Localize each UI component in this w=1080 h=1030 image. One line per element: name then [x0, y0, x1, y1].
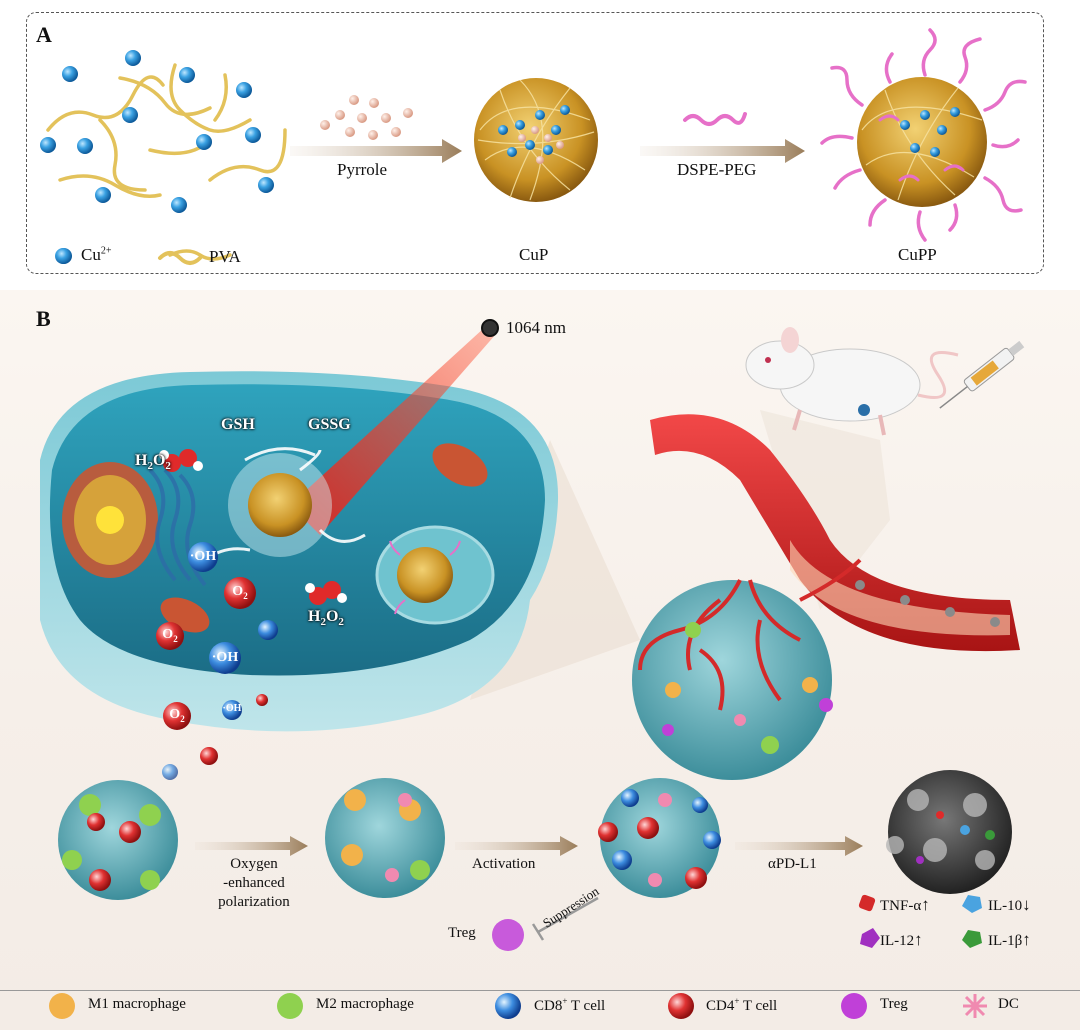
h2o2-bottom-label: H2O2: [308, 608, 344, 629]
cell-legend: [0, 990, 1080, 1025]
legend-icons: [49, 993, 987, 1019]
pva-legend-label: PVA: [209, 247, 241, 266]
oh-ball-2: [209, 642, 241, 674]
o2-label-3: O2: [169, 707, 185, 724]
gsh-label: GSH: [221, 416, 255, 433]
tumor-cluster-3: [598, 778, 721, 898]
tumor-mass: [632, 558, 862, 780]
cu-legend-icon: [56, 248, 72, 264]
cytokine-il10: IL-10↓: [988, 895, 1031, 914]
reaction-arrows: [204, 447, 366, 562]
tumor-cluster-2: [325, 778, 445, 898]
suppression-line: [537, 896, 599, 934]
arrow-apd-l1: [735, 836, 863, 856]
h2o2-molecule-top: [159, 449, 203, 472]
h2o2-top-label: H2O2: [135, 452, 171, 473]
panel-b-letter: B: [36, 306, 51, 331]
oh-ball-1: [188, 542, 218, 572]
o2-label-1: O2: [232, 584, 248, 601]
endocytosed-nanoparticle: [397, 547, 453, 603]
cu-legend-label: Cu2+: [81, 245, 112, 264]
pyrrole-dots: [320, 95, 413, 140]
legend-m1: M1 macrophage: [88, 996, 186, 1012]
legend-cd8: CD8+ T cell: [534, 996, 606, 1014]
tumor-cluster-1: [58, 780, 178, 900]
cup-nanoparticle: [474, 78, 598, 202]
panel-a-letter: A: [36, 22, 52, 47]
cytokine-tnf: TNF-α↑: [880, 895, 930, 914]
o2-ball-3: [163, 702, 191, 730]
cu-ions: [40, 50, 274, 264]
central-nanoparticle: [248, 473, 312, 537]
oh-label-3: ·OH: [222, 703, 242, 714]
pyrrole-label: Pyrrole: [337, 160, 388, 179]
legend-cd4: CD4+ T cell: [706, 996, 778, 1014]
oh-ball-3: [222, 700, 242, 720]
arrow-oxygen-polarization: [195, 836, 308, 856]
dspe-peg-chain: [683, 112, 747, 126]
activation-label: Activation: [472, 856, 536, 872]
o2-ball-1: [224, 577, 256, 609]
blood-vessel: [650, 414, 1020, 652]
treg-label: Treg: [448, 925, 476, 941]
cytokine-il12: IL-12↑: [880, 930, 923, 949]
treg-cell-icon: [492, 919, 524, 951]
mouse-icon: [745, 327, 959, 436]
apd-l1-label: αPD-L1: [768, 856, 817, 872]
o2-label-2: O2: [162, 627, 178, 644]
arrow-dspe-peg: [640, 139, 805, 163]
legend-m2: M2 macrophage: [316, 996, 414, 1012]
cupp-nanoparticle: [820, 28, 1027, 242]
oh-label-2: ·OH: [211, 650, 239, 665]
legend-treg: Treg: [880, 996, 908, 1012]
cup-label: CuP: [519, 245, 549, 264]
oh-label-1: ·OH: [189, 549, 217, 564]
legend-dc: DC: [998, 996, 1019, 1012]
tumor-cluster-dead: [886, 770, 1012, 894]
dspe-peg-label: DSPE-PEG: [677, 160, 757, 179]
o2-ball-2: [156, 622, 184, 650]
syringe-icon: [939, 340, 1025, 409]
cytokine-il1b: IL-1β↑: [988, 930, 1031, 949]
cupp-label: CuPP: [898, 245, 937, 264]
gssg-label: GSSG: [308, 416, 351, 433]
h2o2-molecule-bottom: [305, 581, 347, 605]
laser-wavelength-label: 1064 nm: [506, 318, 566, 337]
cytokine-icons: [858, 894, 982, 948]
laser-source-icon: [481, 319, 499, 337]
laser-beam: [290, 328, 496, 535]
pva-legend-icon: [158, 251, 202, 265]
arrow-pyrrole: [290, 139, 462, 163]
arrow-activation: [455, 836, 578, 856]
